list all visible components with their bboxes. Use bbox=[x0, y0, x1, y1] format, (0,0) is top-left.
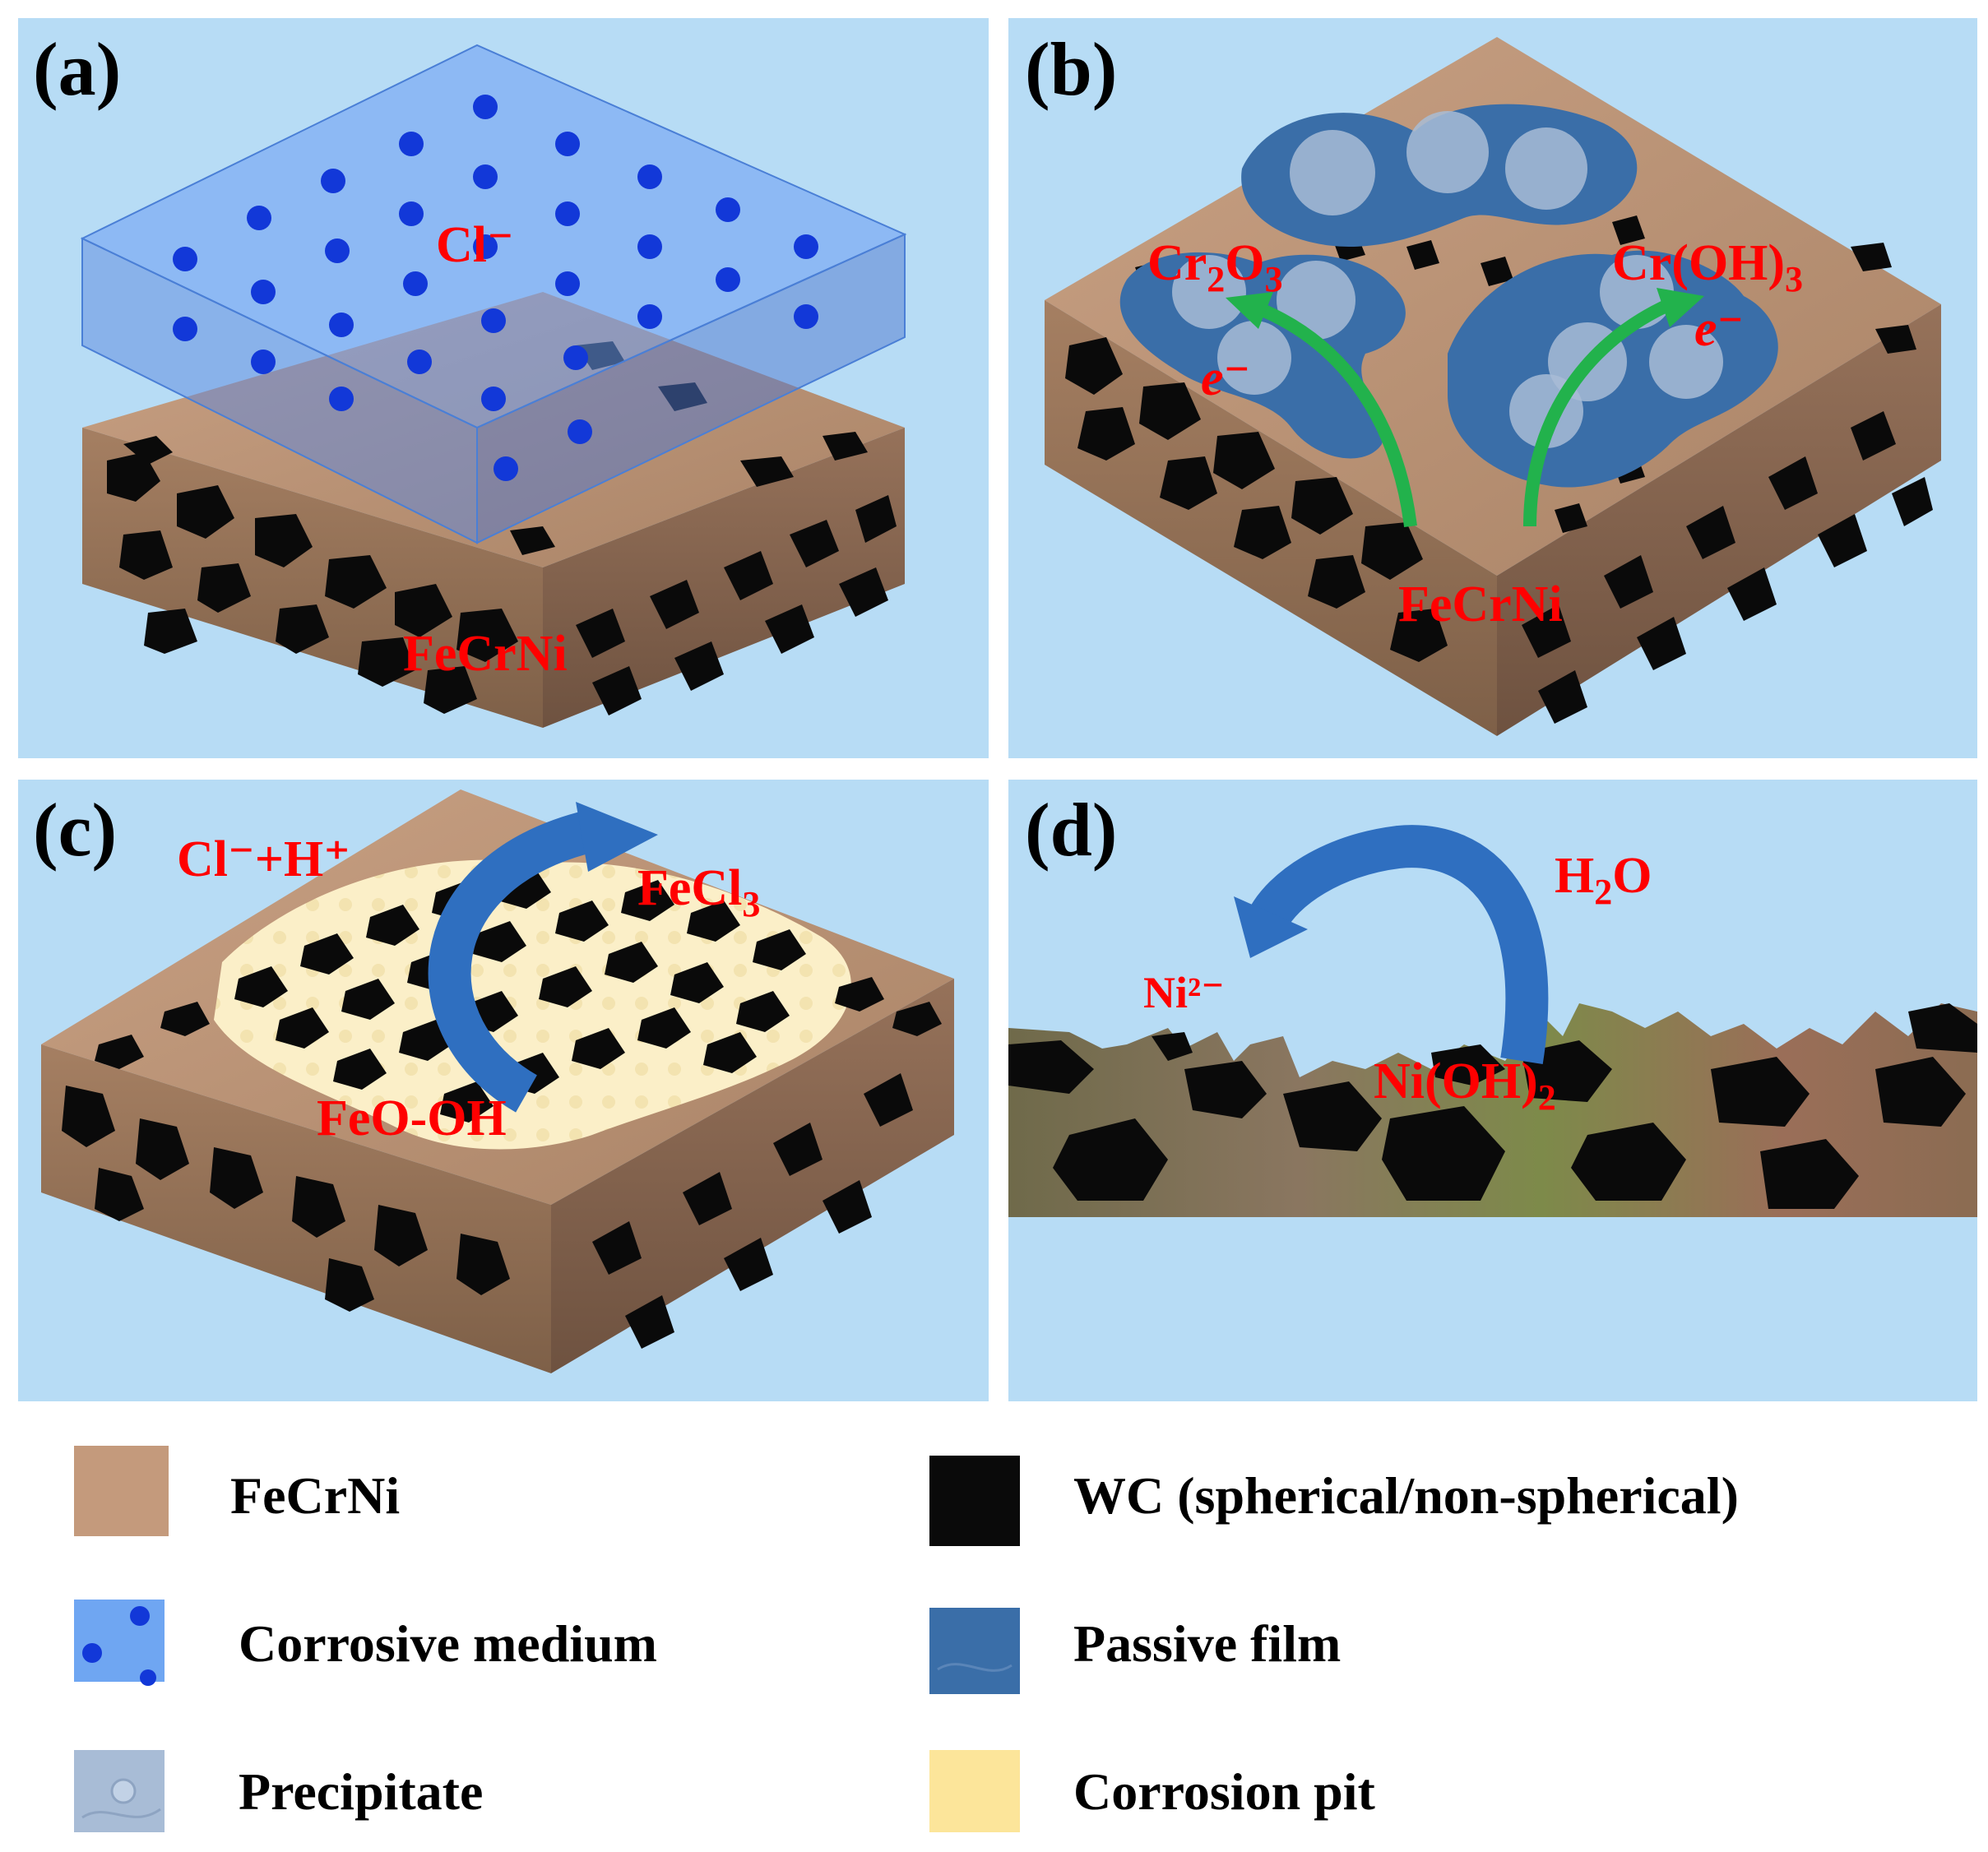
panel-d-nioh2-label: Ni(OH)2 bbox=[1374, 1053, 1556, 1118]
legend-swatch-wc bbox=[929, 1456, 1020, 1546]
panel-c-wc-particles bbox=[62, 868, 942, 1349]
panel-b-fecrni-label: FeCrNi bbox=[1398, 576, 1563, 632]
panel-a-fecrni-label: FeCrNi bbox=[403, 626, 568, 682]
panel-d-h2o-label: H2O bbox=[1555, 848, 1652, 912]
panel-b: (b) Cr2O3 Cr(OH)3 e⁻ e⁻ FeCrNi bbox=[1008, 18, 1977, 758]
panel-a-chloride-ions bbox=[173, 95, 818, 481]
panel-b-wc-particles bbox=[1065, 215, 1933, 724]
legend-label-precipitate: Precipitate bbox=[239, 1762, 483, 1821]
legend-label-fecrni: FeCrNi bbox=[230, 1466, 400, 1525]
legend-swatch-precipitate bbox=[74, 1750, 165, 1832]
panel-b-electron-arrow-right bbox=[1523, 298, 1673, 527]
panel-b-letter: (b) bbox=[1025, 27, 1117, 111]
panel-d-dissolution-arrow bbox=[1247, 825, 1549, 1065]
panel-d-wc-particles bbox=[1008, 1003, 1977, 1209]
panel-d: (d) H2O Ni²⁻ Ni(OH)2 bbox=[1008, 780, 1977, 1401]
panel-b-electron-arrow-left bbox=[1255, 302, 1417, 527]
legend-label-passive-film: Passive film bbox=[1073, 1614, 1341, 1673]
panel-b-electron-arrowhead-left bbox=[1226, 292, 1273, 329]
legend-label-corrosion-pit: Corrosion pit bbox=[1073, 1762, 1376, 1821]
panel-b-electron-arrowhead-right bbox=[1657, 288, 1704, 327]
panel-b-cr2o3-label: Cr2O3 bbox=[1147, 235, 1283, 299]
legend-swatch-fecrni bbox=[74, 1446, 169, 1536]
legend-label-corrosive-medium: Corrosive medium bbox=[239, 1614, 657, 1673]
panel-c-fecl3-label: FeCl3 bbox=[637, 860, 760, 924]
panel-c: (c) Cl⁻+H⁺ FeCl3 FeO-OH bbox=[18, 780, 989, 1401]
panel-c-reaction-arrow bbox=[428, 809, 598, 1113]
panel-d-letter: (d) bbox=[1025, 788, 1117, 872]
panel-b-electron-label-left: e⁻ bbox=[1201, 350, 1250, 406]
panel-b-precipitates bbox=[1172, 111, 1723, 448]
panel-b-croh3-label: Cr(OH)3 bbox=[1612, 235, 1803, 299]
panel-c-reaction-arrowhead bbox=[576, 802, 658, 872]
panel-b-electron-label-right: e⁻ bbox=[1694, 301, 1744, 357]
panel-c-clh-label: Cl⁻+H⁺ bbox=[177, 831, 350, 887]
panel-a-wc-particles bbox=[107, 341, 897, 715]
legend-swatch-corrosion-pit bbox=[929, 1750, 1020, 1832]
legend-swatch-corrosive-medium bbox=[74, 1600, 165, 1686]
panel-c-matrix-right-face bbox=[551, 979, 954, 1373]
panel-c-letter: (c) bbox=[33, 788, 117, 872]
panel-a-matrix-right-face bbox=[543, 428, 905, 728]
panel-d-ni2-label: Ni²⁻ bbox=[1143, 968, 1225, 1017]
panel-a: (a) Cl⁻ FeCrNi bbox=[18, 18, 989, 758]
panel-d-cross-section bbox=[1008, 1003, 1977, 1217]
panel-c-feooh-label: FeO-OH bbox=[317, 1090, 507, 1146]
legend-swatch-passive-film bbox=[929, 1608, 1020, 1694]
panel-a-letter: (a) bbox=[33, 27, 121, 111]
legend-label-wc: WC (spherical/non-spherical) bbox=[1073, 1466, 1739, 1525]
legend: FeCrNi WC (spherical/non-spherical) Corr… bbox=[74, 1446, 1739, 1832]
panel-d-dissolution-arrowhead bbox=[1234, 896, 1308, 958]
panel-a-chloride-label: Cl⁻ bbox=[436, 217, 514, 273]
